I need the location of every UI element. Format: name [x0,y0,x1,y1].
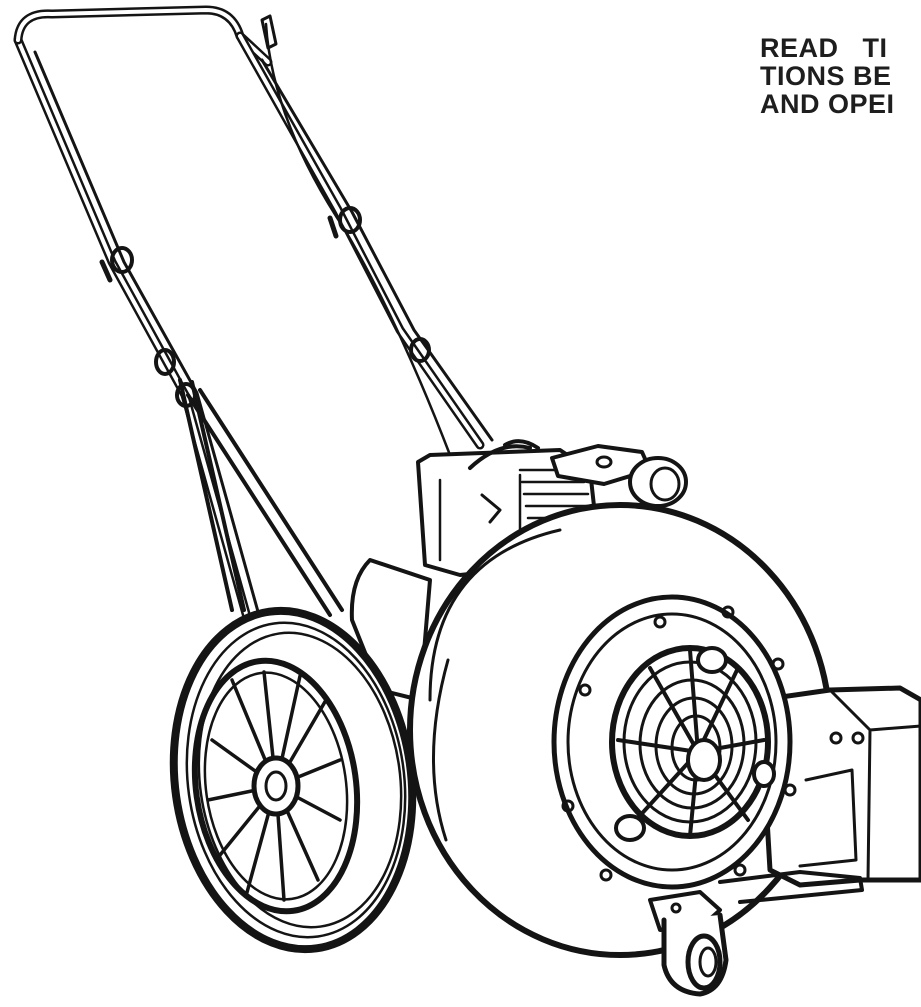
handle-top-bar [13,5,273,67]
left-wheel [169,606,417,954]
handle-left-tube [13,35,264,633]
front-caster-wheel [648,890,729,997]
throttle-lever-icon [260,14,278,50]
notice-line-1: READ TI [760,33,888,63]
housing-base [718,870,864,904]
handle-right-tube [235,31,494,450]
safety-notice: READ TI TIONS BE AND OPEI [760,34,921,118]
notice-line-3: AND OPEI [760,89,895,119]
wheel-spokes [206,670,342,902]
handle-brace-lower-right [186,388,344,617]
notice-line-2: TIONS BE [760,61,892,91]
handle-clamp-icons [99,206,431,408]
plate-bolts-icons [561,605,797,882]
fan-guard [609,645,776,842]
handle-brace-lower-left [178,378,246,612]
